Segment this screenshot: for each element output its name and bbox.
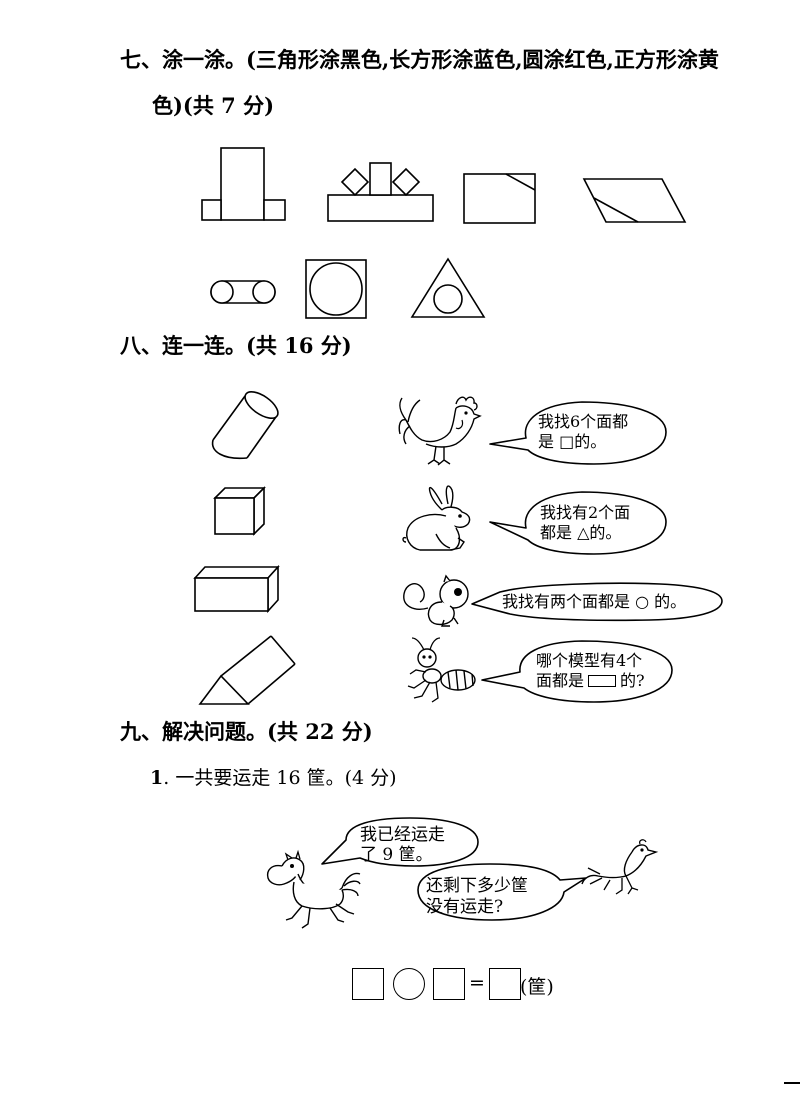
equals-sign: = [469,972,485,994]
answer-box-result[interactable] [489,968,521,1000]
rabbit-bubble-line1: 我找有2个面 [540,503,631,522]
triangular-prism-solid[interactable] [198,632,298,708]
rectangle-icon [588,675,616,687]
ant-bubble-line2-end: 的? [620,671,645,690]
cuboid-solid[interactable] [192,564,282,614]
ant-image[interactable] [402,636,482,704]
question1-body: . 一共要运走 16 筐。(4 分) [163,767,397,789]
rabbit-speech-bubble [489,491,667,555]
rabbit-bubble-line2: 都是 △的。 [540,523,622,542]
shape-circle-in-triangle [410,257,486,318]
page-edge-line [784,1082,800,1084]
rooster-bubble-line2: 是 □的。 [538,432,607,451]
squirrel-image[interactable] [400,572,474,628]
rooster-bubble-line1: 我找6个面都 [538,412,629,431]
section7-title-line2: 色)(共 7 分) [152,93,275,118]
squirrel-speech-bubble [471,582,723,622]
answer-operator-circle[interactable] [393,968,425,1000]
section7-title-line1: 七、涂一涂。(三角形涂黑色,长方形涂蓝色,圆涂红色,正方形涂黄 [120,47,719,72]
horse-bubble-line2: 了 9 筐。 [360,845,433,865]
rabbit-image[interactable] [402,482,480,556]
rooster-speech-bubble [489,401,667,465]
horse-speech-bubble [321,817,479,867]
horse-bubble-line1: 我已经运走 [360,825,445,845]
shape-rectangle-cut [463,173,536,224]
cylinder-solid[interactable] [206,390,286,466]
ant-bubble-line2: 面都是 [536,671,585,690]
answer-unit: (筐) [520,976,554,998]
bird-bubble-line1: 还剩下多少筐 [426,876,528,896]
answer-box-second-number[interactable] [433,968,465,1000]
bird-speech-bubble [417,863,587,921]
horse-image [266,849,361,929]
squirrel-bubble-text: 我找有两个面都是 ○ 的。 [502,592,687,611]
cube-solid[interactable] [212,484,268,538]
bird-image [581,839,659,895]
rooster-image[interactable] [396,392,488,468]
answer-box-first-number[interactable] [352,968,384,1000]
section8-title: 八、连一连。(共 16 分) [120,333,352,358]
ant-speech-bubble [481,640,673,703]
section9-title: 九、解决问题。(共 22 分) [120,719,373,744]
question1-text: 1. 一共要运走 16 筐。(4 分) [150,763,397,790]
shape-parallelogram [582,178,687,223]
bird-bubble-line2: 没有运走? [426,897,504,917]
ant-bubble-line1: 哪个模型有4个 [536,651,643,670]
shape-t-rectangles [201,147,286,221]
question1-number: 1 [150,767,164,789]
shape-circle-in-square [305,259,367,319]
shape-capsule [210,280,276,304]
shape-base-with-diamonds [327,162,434,222]
